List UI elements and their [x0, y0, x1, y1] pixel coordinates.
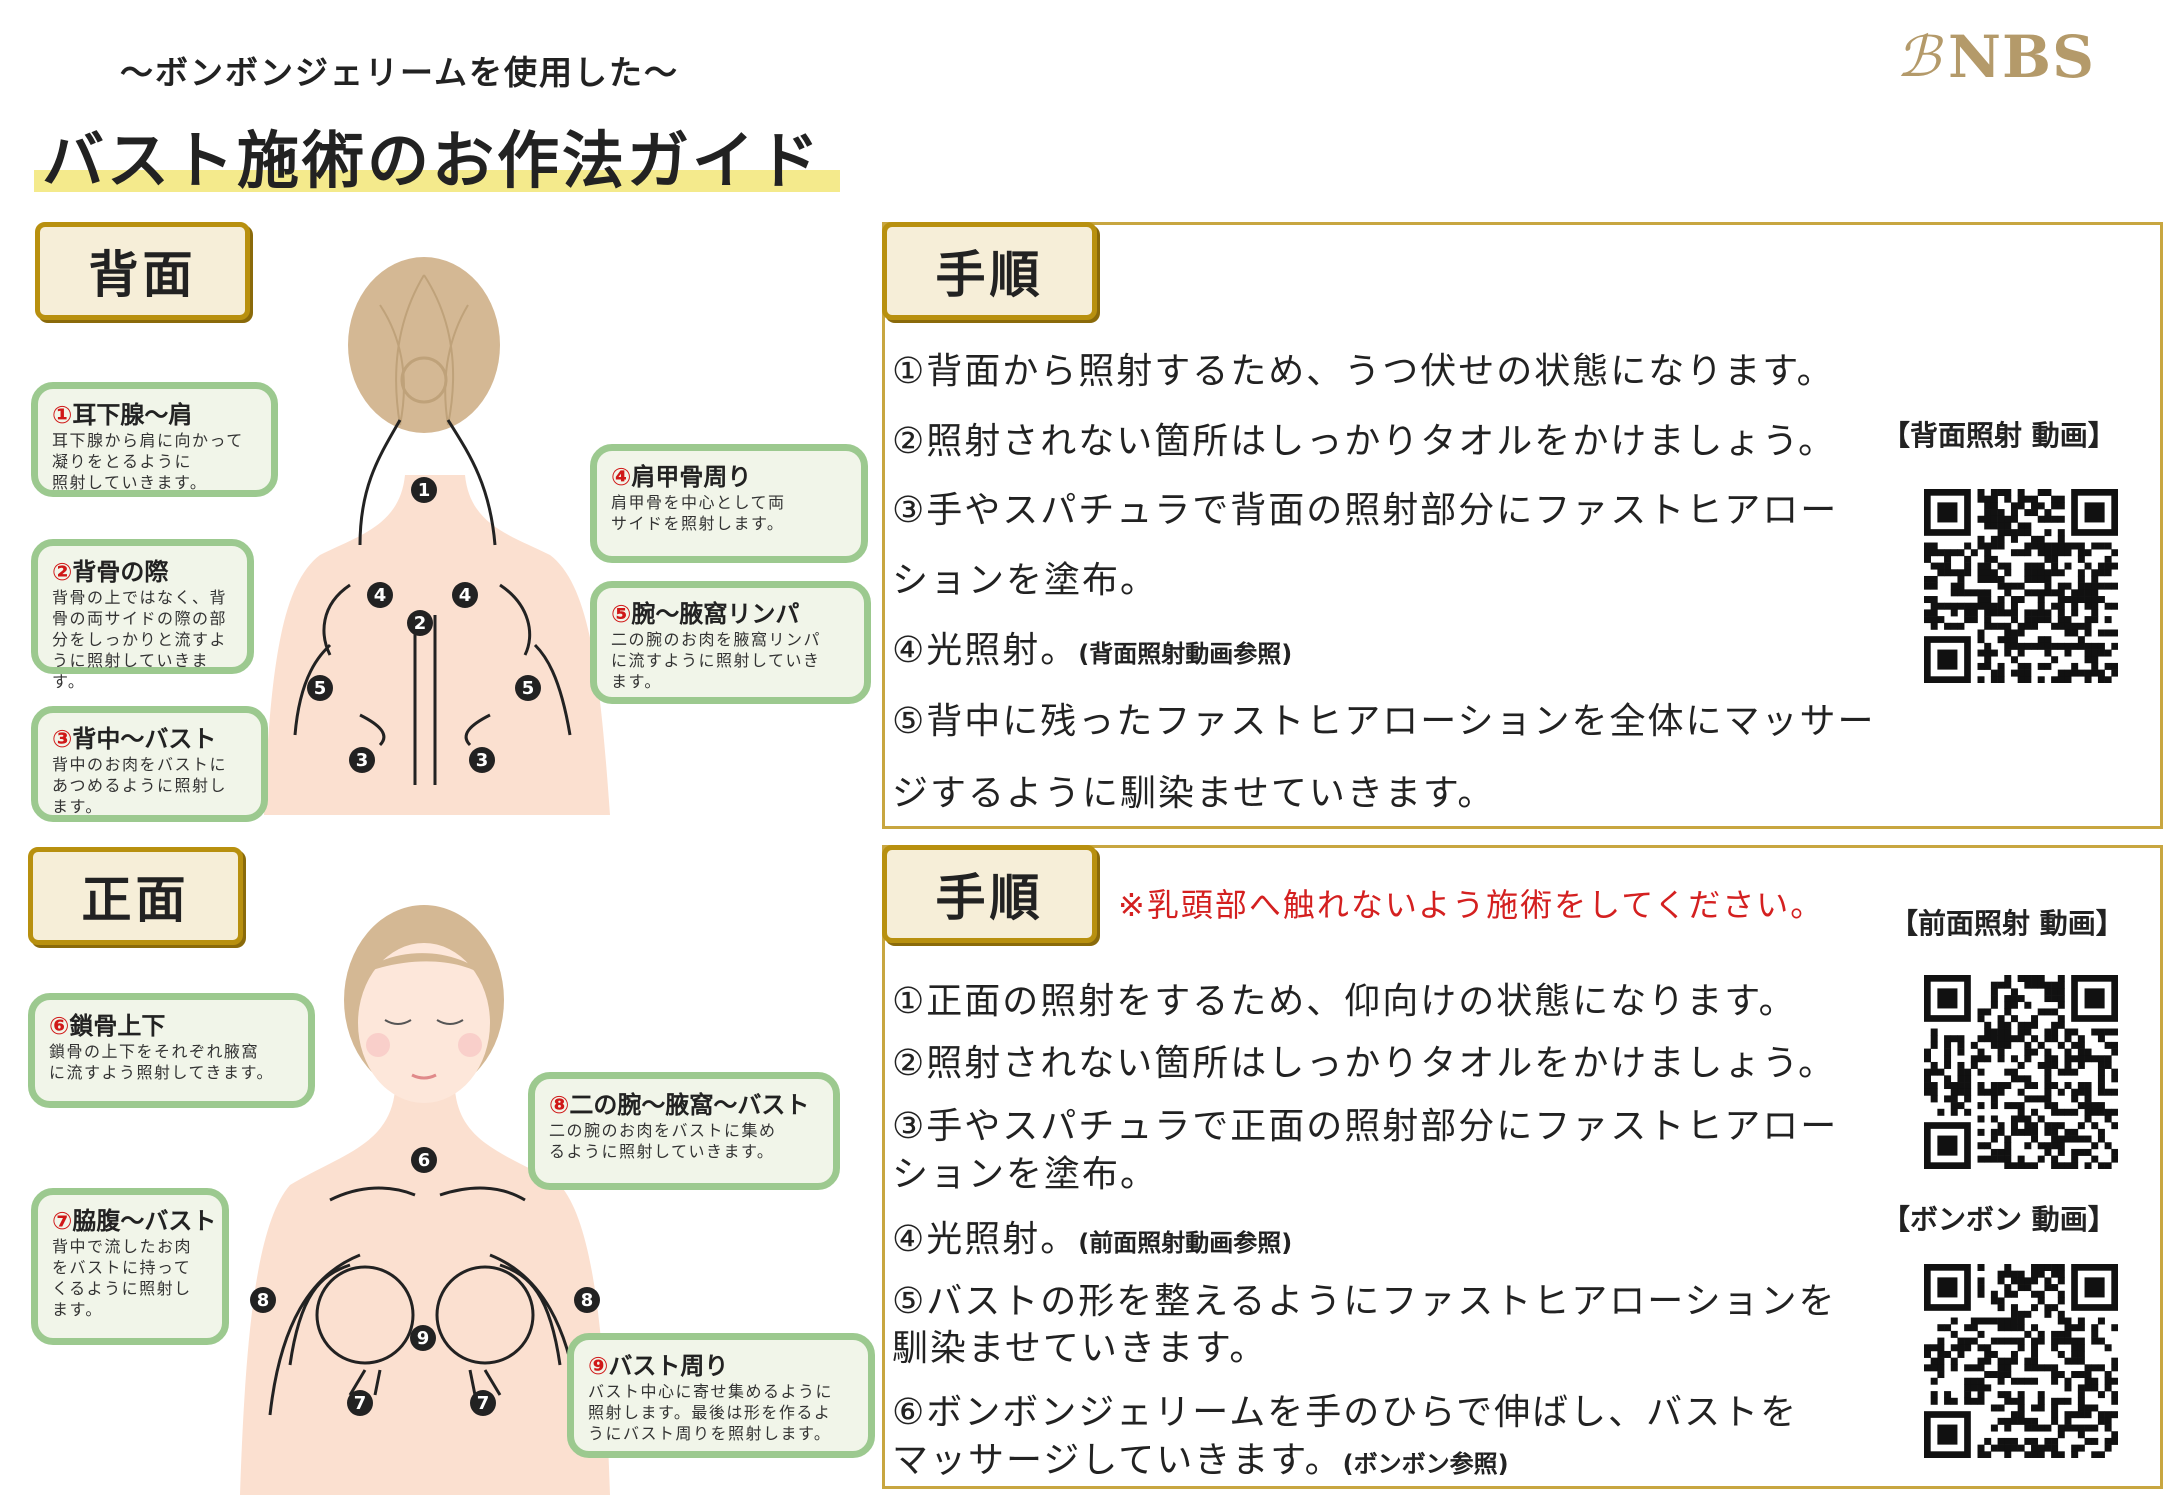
callout-arm-axilla: ⑤腕〜腋窩リンパ 二の腕のお肉を腋窩リンパ に流すように照射していき ます。 — [590, 581, 871, 704]
section-label-back: 背面 — [35, 222, 250, 320]
svg-text:6: 6 — [418, 1150, 431, 1171]
marker-7-left: 7 — [347, 1390, 373, 1416]
nbs-logo: ℬ NBS — [1896, 22, 2095, 92]
step-text: ①背面から照射するため、うつ伏せの状態になります。 — [892, 351, 1835, 392]
marker-6: 6 — [411, 1147, 437, 1173]
front-body — [240, 1090, 610, 1495]
front-video-qr-code[interactable] — [1924, 975, 2118, 1169]
svg-text:5: 5 — [522, 678, 535, 699]
step-line: ④光照射。(背面照射動画参照) — [892, 621, 1292, 673]
step-text: ③手やスパチュラで正面の照射部分にファストヒアロー — [892, 1106, 1839, 1147]
step-text: ②照射されない箇所はしっかりタオルをかけましょう。 — [892, 421, 1837, 462]
hair-bun — [348, 257, 500, 433]
svg-text:4: 4 — [374, 585, 387, 606]
step-text: ②照射されない箇所はしっかりタオルをかけましょう。 — [892, 1043, 1837, 1084]
step-text: ⑤バストの形を整えるようにファストヒアローションを — [892, 1281, 1837, 1322]
step-line: ⑤背中に残ったファストヒアローションを全体にマッサー — [892, 692, 1876, 744]
callout-bust-around: ⑨バスト周り バスト中心に寄せ集めるように 照射します。最後は形を作るよ うにバ… — [567, 1333, 875, 1458]
svg-text:9: 9 — [417, 1328, 430, 1349]
back-procedure-label: 手順 — [882, 222, 1097, 320]
marker-2: 2 — [407, 610, 433, 636]
step-line: ②照射されない箇所はしっかりタオルをかけましょう。 — [892, 1034, 1836, 1086]
step-reference: (ボンボン参照) — [1342, 1450, 1509, 1478]
step-text: ションを塗布。 — [892, 560, 1159, 601]
marker-8-left: 8 — [250, 1287, 276, 1313]
callout-upperarm-axilla-bust: ⑧二の腕〜腋窩〜バスト 二の腕のお肉をバストに集め るように照射していきます。 — [528, 1072, 840, 1190]
back-figure-illustration: 1 2 3 3 4 4 5 5 — [264, 257, 610, 815]
step-line: ションを塗布。 — [892, 1145, 1158, 1197]
step-text: ションを塗布。 — [892, 1154, 1159, 1195]
svg-text:3: 3 — [356, 750, 369, 771]
bonbon-video-qr-code[interactable] — [1924, 1264, 2118, 1458]
step-line: ⑥ボンボンジェリームを手のひらで伸ばし、バストを — [892, 1383, 1798, 1435]
marker-4-right: 4 — [452, 582, 478, 608]
marker-5-left: 5 — [307, 675, 333, 701]
logo-text: NBS — [1948, 23, 2095, 91]
svg-text:5: 5 — [314, 678, 327, 699]
marker-3-right: 3 — [469, 747, 495, 773]
step-text: ①正面の照射をするため、仰向けの状態になります。 — [892, 981, 1797, 1022]
callout-spine-edge: ②背骨の際 背骨の上ではなく、背 骨の両サイドの際の部 分をしっかりと流すよ う… — [31, 539, 254, 691]
step-text: ③手やスパチュラで背面の照射部分にファストヒアロー — [892, 490, 1839, 531]
marker-4-left: 4 — [367, 582, 393, 608]
subtitle: 〜ボンボンジェリームを使用した〜 — [120, 53, 680, 92]
step-line: ③手やスパチュラで背面の照射部分にファストヒアロー — [892, 481, 1838, 533]
callout-flank-bust: ⑦脇腹〜バスト 背中で流したお肉 をバストに持って くるように照射し ます。 — [31, 1188, 229, 1345]
callout-parotid-shoulder: ①耳下腺〜肩 耳下腺から肩に向かって 凝りをとるように 照射していきます。 — [31, 382, 278, 497]
marker-7-right: 7 — [470, 1390, 496, 1416]
front-procedure-label: 手順 — [882, 845, 1097, 943]
step-text: ④光照射。 — [892, 1219, 1079, 1260]
callout-scapula: ④肩甲骨周り 肩甲骨を中心として両 サイドを照射します。 — [590, 444, 868, 563]
callout-clavicle: ⑥鎖骨上下 鎖骨の上下をそれぞれ腋窩 に流すよう照射してきます。 — [28, 993, 315, 1108]
step-text: ⑤背中に残ったファストヒアローションを全体にマッサー — [892, 701, 1876, 742]
step-reference: (前面照射動画参照) — [1078, 1229, 1293, 1257]
svg-text:8: 8 — [581, 1290, 594, 1311]
marker-5-right: 5 — [515, 675, 541, 701]
back-body — [264, 475, 610, 815]
section-label-front: 正面 — [28, 847, 243, 945]
back-video-label: 【背面照射 動画】 — [1882, 419, 2116, 452]
step-text: ジするように馴染ませていきます。 — [892, 773, 1496, 814]
front-figure-illustration: 6 7 7 8 8 9 — [240, 905, 610, 1495]
page-title: バスト施術のお作法ガイド — [42, 124, 823, 197]
step-text: ⑥ボンボンジェリームを手のひらで伸ばし、バストを — [892, 1392, 1799, 1433]
step-line: ジするように馴染ませていきます。 — [892, 764, 1495, 816]
callout-back-bust: ③背中〜バスト 背中のお肉をバストに あつめるように照射し ます。 — [31, 706, 268, 822]
marker-8-right: 8 — [574, 1287, 600, 1313]
step-reference: (背面照射動画参照) — [1078, 640, 1293, 668]
step-line: ④光照射。(前面照射動画参照) — [892, 1210, 1292, 1262]
step-line: マッサージしていきます。(ボンボン参照) — [892, 1431, 1509, 1483]
marker-1: 1 — [411, 477, 437, 503]
svg-text:4: 4 — [459, 585, 472, 606]
svg-text:7: 7 — [354, 1393, 367, 1414]
back-video-qr-code[interactable] — [1924, 489, 2118, 683]
marker-9: 9 — [410, 1325, 436, 1351]
step-line: 馴染ませていきます。 — [892, 1319, 1267, 1371]
step-line: ②照射されない箇所はしっかりタオルをかけましょう。 — [892, 412, 1836, 464]
svg-text:7: 7 — [477, 1393, 490, 1414]
step-line: ③手やスパチュラで正面の照射部分にファストヒアロー — [892, 1097, 1838, 1149]
back-markers: 1 2 3 3 4 4 5 5 — [307, 477, 541, 773]
step-line: ①背面から照射するため、うつ伏せの状態になります。 — [892, 342, 1835, 394]
face — [358, 943, 490, 1103]
logo-mark-icon: ℬ — [1896, 24, 1941, 90]
svg-text:1: 1 — [418, 480, 431, 501]
front-video-label: 【前面照射 動画】 — [1890, 907, 2124, 940]
step-line: ションを塗布。 — [892, 551, 1158, 603]
title-underline — [34, 170, 840, 192]
svg-text:8: 8 — [257, 1290, 270, 1311]
step-text: 馴染ませていきます。 — [892, 1328, 1268, 1369]
marker-3-left: 3 — [349, 747, 375, 773]
step-line: ⑤バストの形を整えるようにファストヒアローションを — [892, 1272, 1836, 1324]
svg-text:2: 2 — [414, 613, 427, 634]
step-line: ①正面の照射をするため、仰向けの状態になります。 — [892, 972, 1797, 1024]
step-text: マッサージしていきます。 — [892, 1440, 1343, 1481]
step-text: ④光照射。 — [892, 630, 1079, 671]
nipple-warning: ※乳頭部へ触れないよう施術をしてください。 — [1118, 886, 1825, 924]
svg-text:3: 3 — [476, 750, 489, 771]
bonbon-video-label: 【ボンボン 動画】 — [1882, 1203, 2116, 1236]
